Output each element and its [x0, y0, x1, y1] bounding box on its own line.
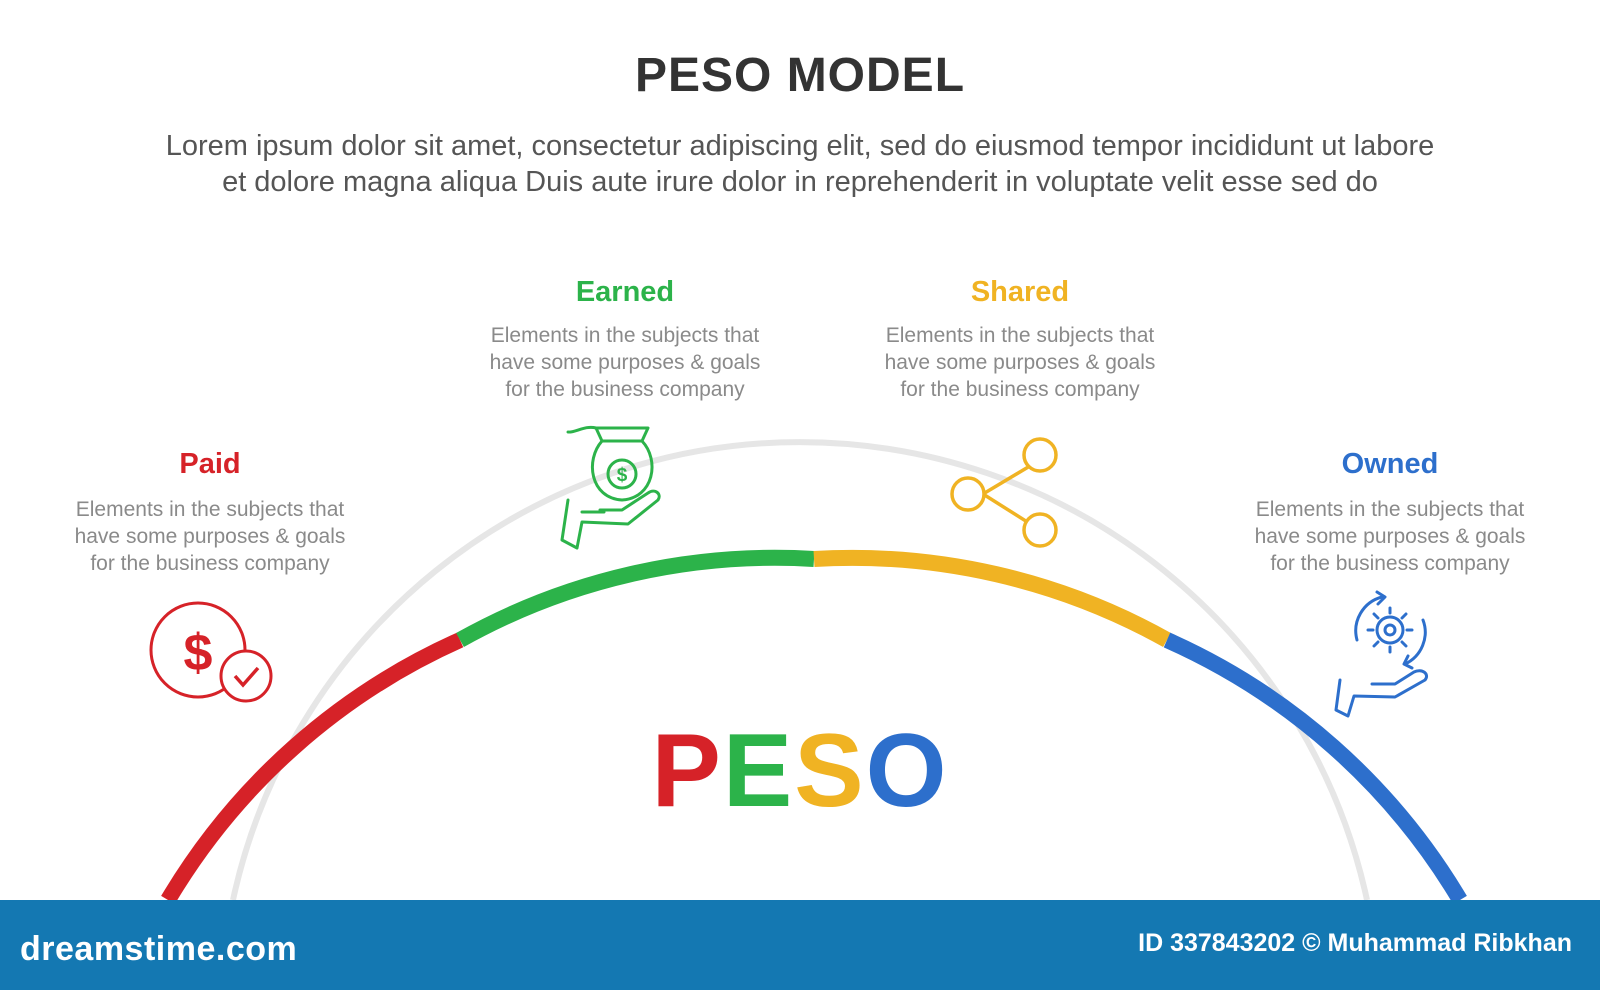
- desc-line: for the business company: [1270, 552, 1510, 575]
- page-subtitle: Lorem ipsum dolor sit amet, consectetur …: [70, 128, 1530, 200]
- segment-desc-earned: Elements in the subjects that have some …: [475, 322, 775, 403]
- segment-desc-paid: Elements in the subjects that have some …: [60, 496, 360, 577]
- desc-line: Elements in the subjects that: [1255, 498, 1525, 521]
- desc-line: Elements in the subjects that: [490, 324, 760, 347]
- svg-text:$: $: [184, 624, 213, 682]
- subtitle-line: Lorem ipsum dolor sit amet, consectetur …: [165, 130, 1435, 162]
- gear-hand-cycle-icon: [1334, 590, 1429, 718]
- svg-text:$: $: [617, 465, 628, 486]
- inner-grey-arc: [230, 439, 1370, 900]
- segment-desc-shared: Elements in the subjects that have some …: [870, 322, 1170, 403]
- subtitle-line: et dolore magna aliqua Duis aute irure d…: [222, 166, 1378, 198]
- desc-line: for the business company: [90, 552, 330, 575]
- peso-letter-o: O: [865, 713, 949, 829]
- peso-letter-p: P: [651, 713, 723, 829]
- desc-line: have some purposes & goals: [884, 351, 1156, 374]
- desc-line: have some purposes & goals: [74, 525, 346, 548]
- segment-title-owned: Owned: [1341, 448, 1439, 480]
- watermark-footer-bar: [0, 900, 1600, 990]
- desc-line: have some purposes & goals: [1254, 525, 1526, 548]
- peso-letter-s: S: [794, 713, 866, 829]
- arc-segment-paid: [161, 632, 464, 900]
- money-bag-hand-icon: $: [560, 425, 661, 550]
- segment-title-paid: Paid: [179, 448, 241, 480]
- segment-desc-owned: Elements in the subjects that have some …: [1240, 496, 1540, 577]
- peso-arc-diagram: $ $: [149, 425, 1467, 900]
- dollar-check-icon: $: [149, 601, 273, 703]
- segment-title-earned: Earned: [575, 276, 675, 308]
- desc-line: have some purposes & goals: [489, 351, 761, 374]
- peso-center-word: PESO: [0, 712, 1600, 831]
- page-title: PESO MODEL: [634, 49, 966, 102]
- watermark-brand: dreamstime.com: [20, 930, 298, 968]
- arc-segment-earned: [456, 549, 815, 647]
- desc-line: for the business company: [505, 378, 745, 401]
- desc-line: Elements in the subjects that: [885, 324, 1155, 347]
- arc-segment-owned: [1163, 632, 1467, 900]
- image-credit: ID 337843202 © Muhammad Ribkhan: [1138, 929, 1572, 957]
- arc-segment-shared: [813, 549, 1171, 647]
- desc-line: Elements in the subjects that: [75, 498, 345, 521]
- share-icon: [950, 437, 1058, 548]
- desc-line: for the business company: [900, 378, 1140, 401]
- segment-title-shared: Shared: [970, 276, 1070, 308]
- peso-letter-e: E: [722, 713, 795, 829]
